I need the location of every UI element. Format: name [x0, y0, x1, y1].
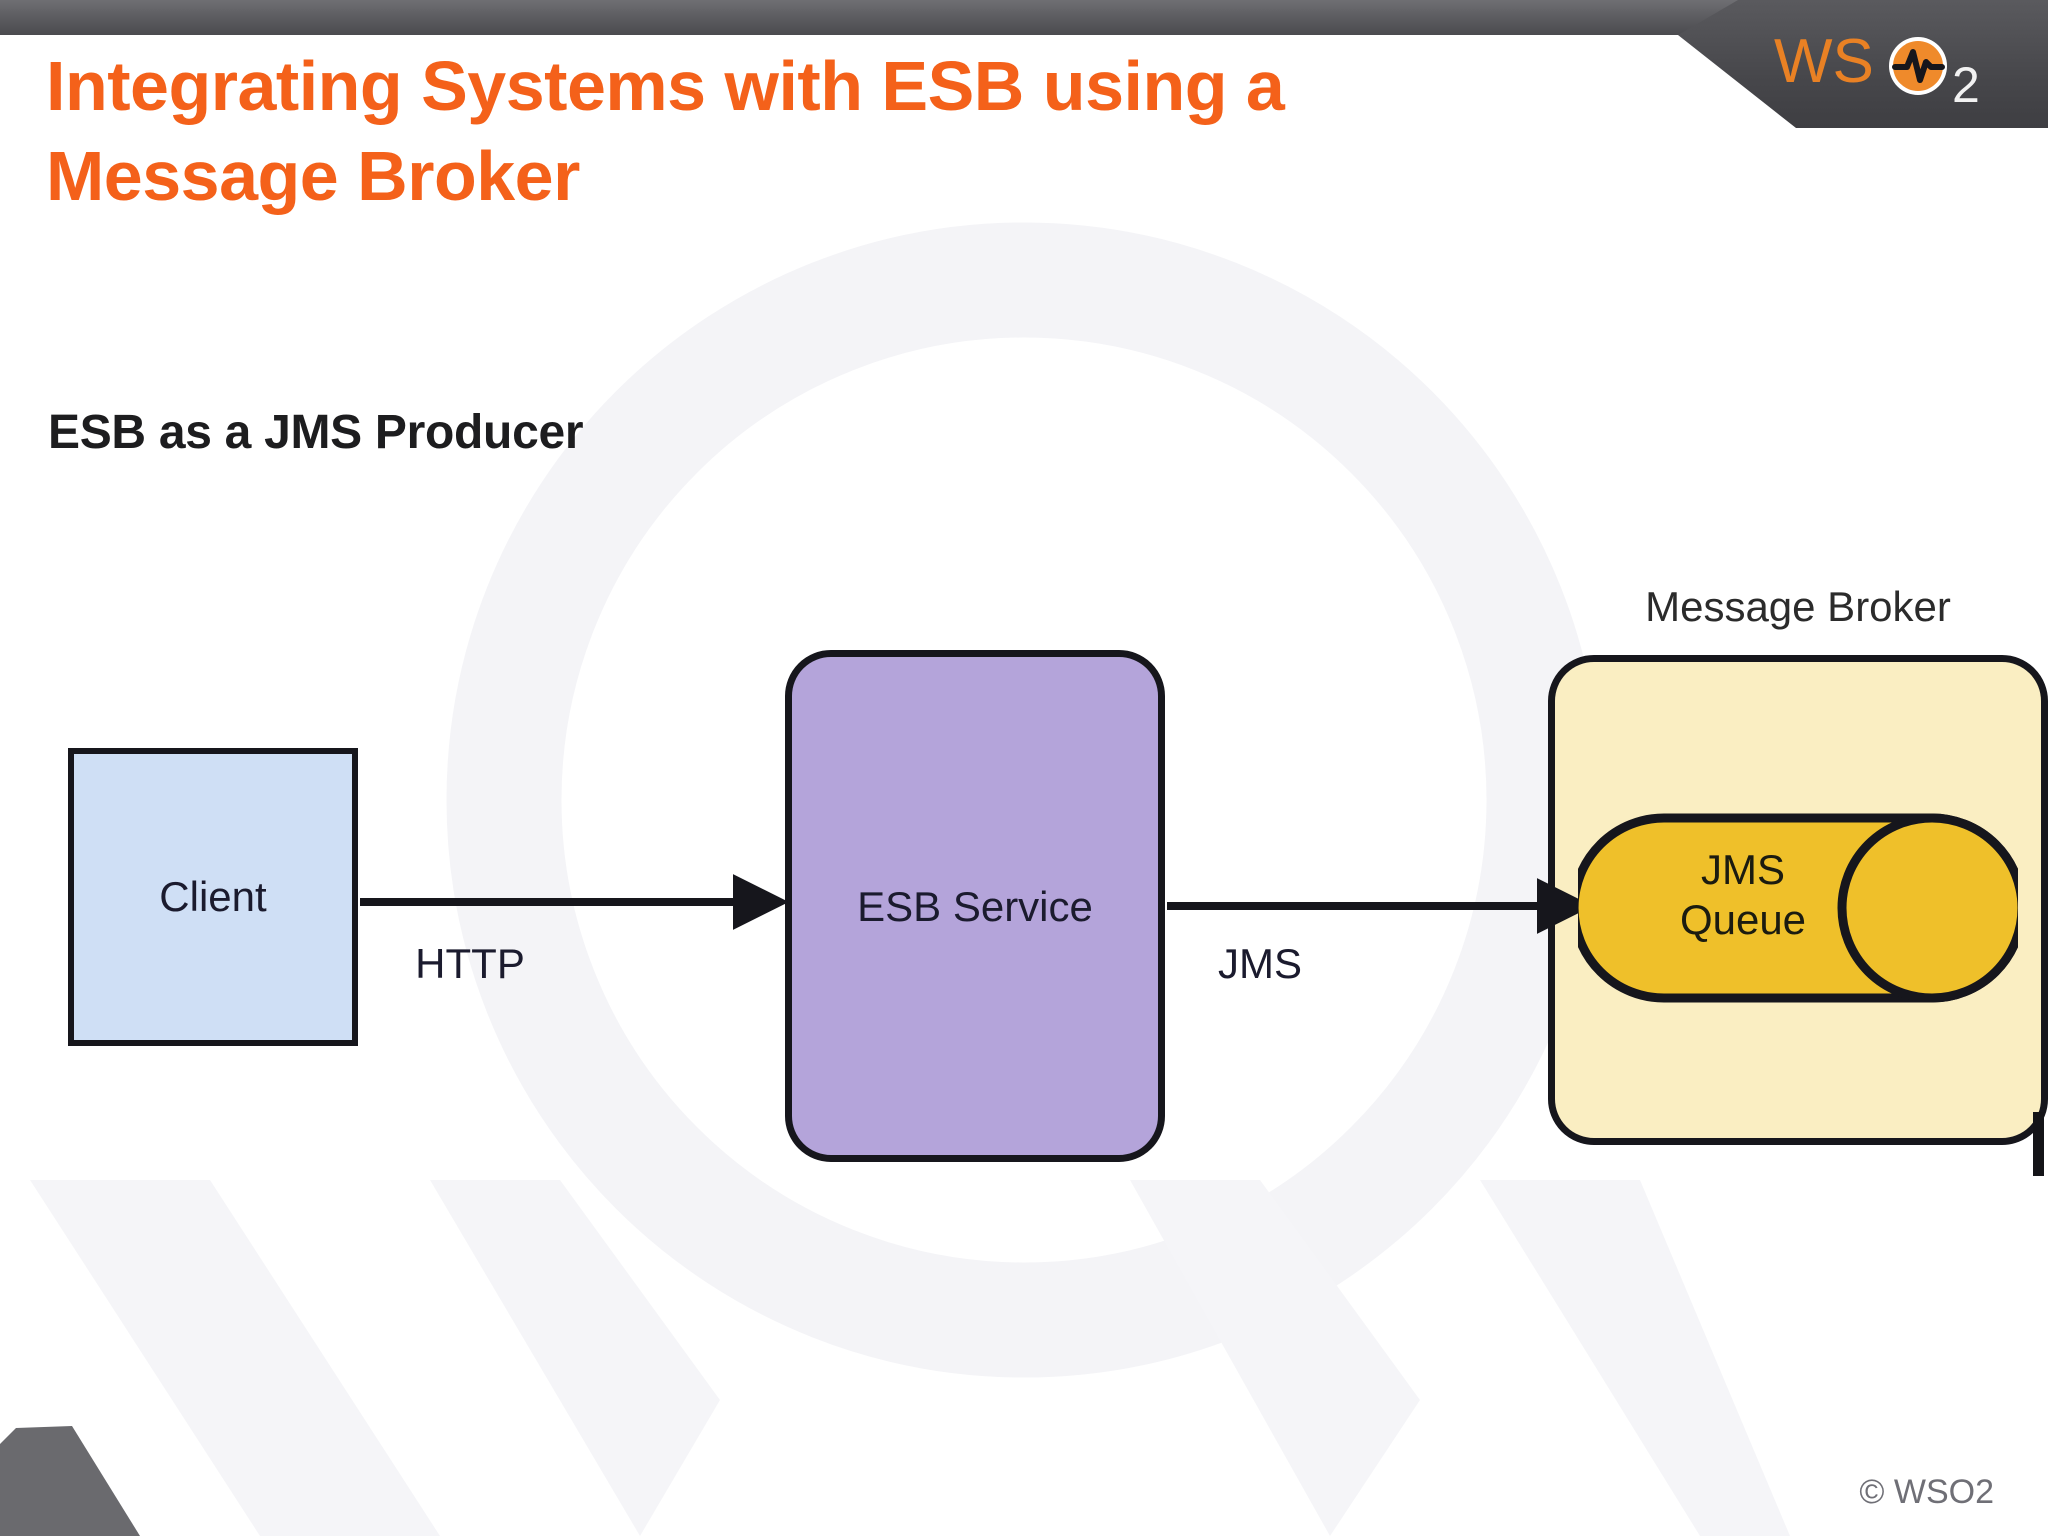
node-esb-service-label: ESB Service: [857, 883, 1093, 930]
node-client[interactable]: [68, 748, 358, 1046]
page-title: Integrating Systems with ESB using a Mes…: [46, 47, 1285, 215]
pulse-circle-icon: [1889, 37, 1947, 95]
node-client-label: Client: [159, 873, 267, 920]
right-edge-tick: [2033, 1112, 2044, 1176]
wso2-logo: WS 2: [1774, 27, 2024, 110]
copyright-text: © WSO2: [1859, 1473, 1994, 1511]
edge-label-jms: JMS: [1218, 940, 1302, 987]
edge-label-http: HTTP: [415, 940, 525, 987]
section-subtitle: ESB as a JMS Producer: [48, 406, 584, 459]
wso2-logo-svg: WS 2: [1774, 27, 1980, 110]
node-message-broker-title: Message Broker: [1645, 583, 1951, 630]
node-jms-queue[interactable]: [1578, 812, 2018, 1004]
logo-subscript: 2: [1952, 57, 1980, 110]
logo-wordmark: WS: [1774, 27, 1874, 96]
node-esb-service[interactable]: [785, 650, 1165, 1162]
node-jms-queue-label: JMS Queue: [1679, 846, 1807, 943]
